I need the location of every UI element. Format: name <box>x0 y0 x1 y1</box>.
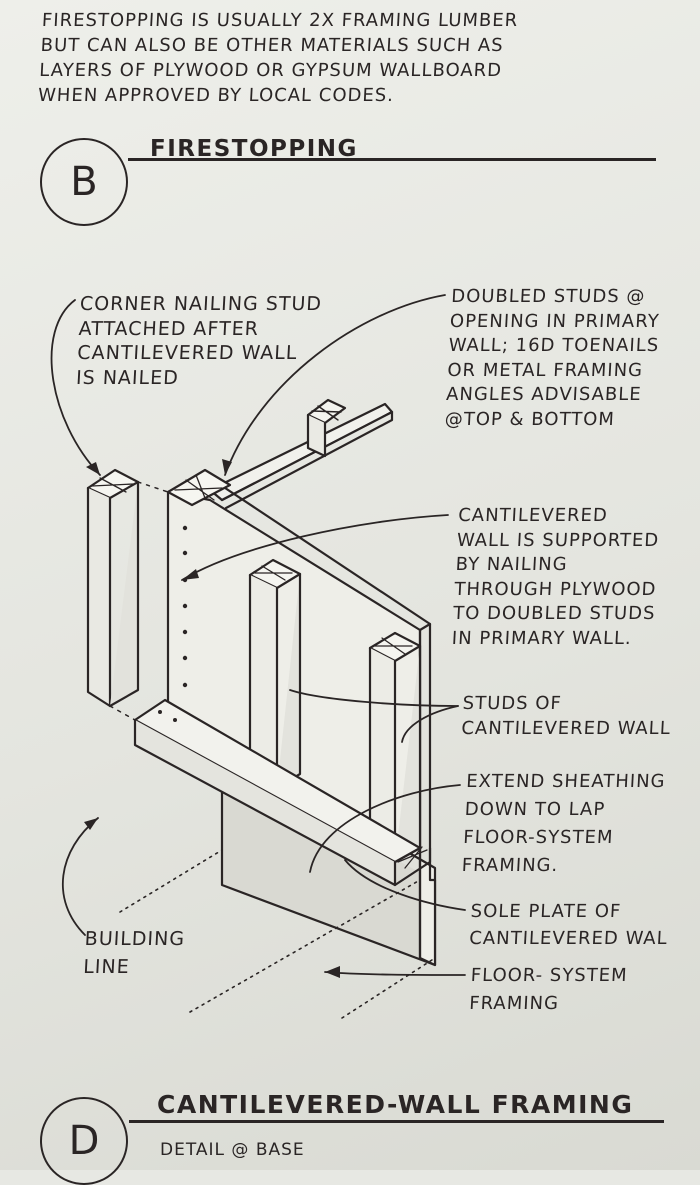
section-d-title: CANTILEVERED-WALL FRAMING <box>157 1090 634 1119</box>
section-b-title: FIRESTOPPING <box>150 136 358 162</box>
callout-corner-nailing-stud: CORNER NAILING STUD ATTACHED AFTER CANTI… <box>75 292 323 390</box>
callout-line: STUDS OF <box>462 693 563 714</box>
callout-cantilevered-support: CANTILEVERED WALL IS SUPPORTED BY NAILIN… <box>451 504 661 651</box>
front-doubled-studs <box>166 468 232 507</box>
callout-line: CORNER NAILING STUD <box>79 293 323 315</box>
callout-line: CANTILEVERED WALL <box>460 717 672 739</box>
callout-line: DOWN TO LAP <box>464 799 606 820</box>
primary-wall-top-plate <box>208 402 394 510</box>
callout-line: IS NAILED <box>75 366 180 389</box>
callout-line: THROUGH PLYWOOD <box>453 578 658 600</box>
callout-line: TO DOUBLED STUDS <box>452 603 656 624</box>
callout-line: FRAMING <box>468 993 560 1014</box>
callout-line: CANTILEVERED <box>457 505 609 526</box>
callout-line: DOUBLED STUDS @ <box>450 286 646 307</box>
back-doubled-stud <box>306 398 347 458</box>
callout-floor-system: FLOOR- SYSTEM FRAMING <box>469 962 629 1018</box>
section-d-rule <box>129 1120 664 1123</box>
callout-line: ANGLES ADVISABLE <box>445 384 643 405</box>
callout-sole-plate: SOLE PLATE OF CANTILEVERED WAL <box>469 898 670 952</box>
section-d-circle: D <box>40 1097 128 1185</box>
arrowheads <box>84 459 340 978</box>
callout-line: FLOOR- SYSTEM <box>470 965 629 986</box>
callout-line: ATTACHED AFTER <box>78 317 260 340</box>
section-d-letter: D <box>68 1118 100 1164</box>
callout-line: IN PRIMARY WALL. <box>451 627 633 649</box>
callout-line: OR METAL FRAMING <box>446 359 644 381</box>
callout-building-line: BUILDING LINE <box>83 925 186 981</box>
section-b-circle: B <box>40 138 128 226</box>
callout-line: FLOOR-SYSTEM <box>462 827 614 848</box>
section-b-rule <box>128 158 656 161</box>
section-d-subtitle: DETAIL @ BASE <box>160 1140 305 1160</box>
callout-line: BY NAILING <box>455 554 569 575</box>
callout-line: FRAMING. <box>461 855 559 876</box>
callout-studs: STUDS OF CANTILEVERED WALL <box>461 692 673 741</box>
section-b-letter: B <box>70 159 98 205</box>
callout-doubled-studs: DOUBLED STUDS @ OPENING IN PRIMARY WALL;… <box>444 285 662 432</box>
cantilevered-wall-studs <box>248 558 422 864</box>
leader-lines <box>50 294 466 976</box>
callout-line: WALL IS SUPPORTED <box>456 529 660 551</box>
corner-guide-dashes <box>109 481 169 721</box>
callout-line: @TOP & BOTTOM <box>444 408 616 430</box>
callout-line: CANTILEVERED WALL <box>76 342 299 364</box>
callout-line: EXTEND SHEATHING <box>465 771 667 792</box>
callout-line: CANTILEVERED WAL <box>468 928 669 949</box>
callout-sheathing: EXTEND SHEATHING DOWN TO LAP FLOOR-SYSTE… <box>461 768 666 880</box>
corner-nailing-stud <box>86 468 140 708</box>
callout-line: BUILDING <box>84 928 186 950</box>
building-line-dots <box>119 849 436 1019</box>
callout-line: WALL; 16d TOENAILS <box>448 335 660 356</box>
callout-line: LINE <box>82 956 131 978</box>
callout-line: OPENING IN PRIMARY <box>449 310 661 332</box>
callout-line: SOLE PLATE OF <box>470 901 622 922</box>
